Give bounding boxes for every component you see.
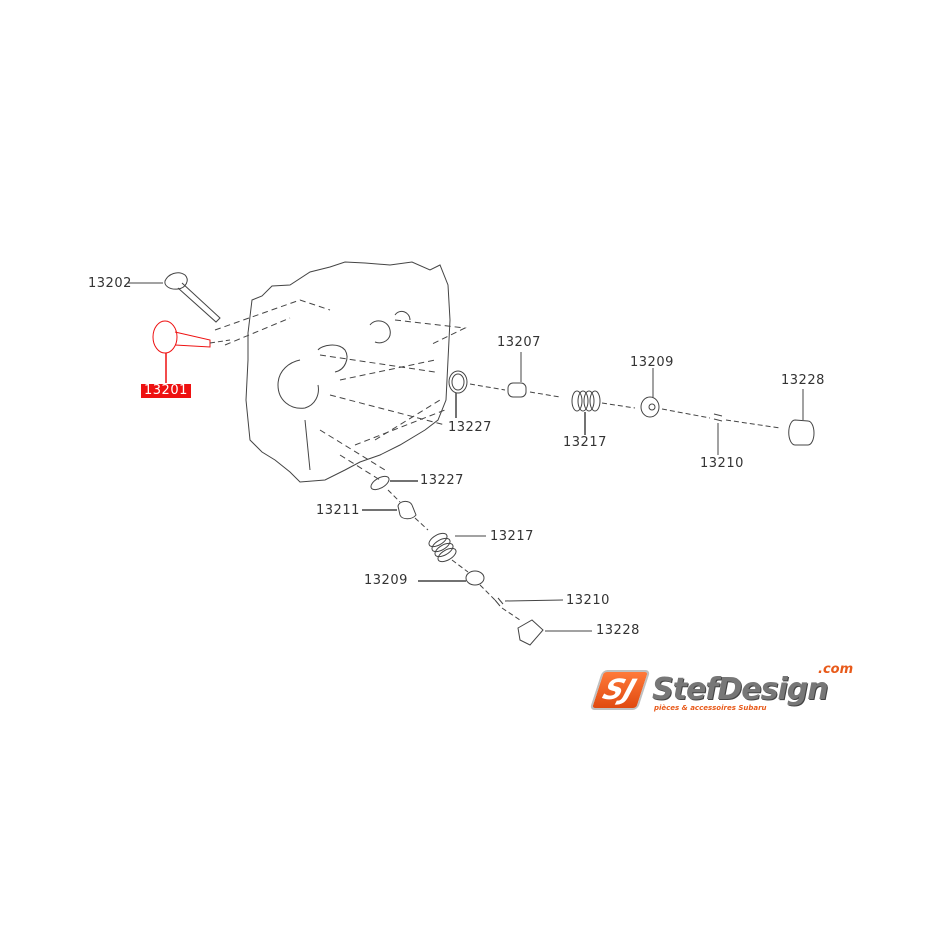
part-label-13209-bottom[interactable]: 13209 xyxy=(364,573,408,588)
part-label-13217-top[interactable]: 13217 xyxy=(563,435,607,450)
logo-name: StefDesign xyxy=(652,672,829,707)
part-label-13228-top[interactable]: 13228 xyxy=(781,373,825,388)
part-label-13210-top[interactable]: 13210 xyxy=(700,456,744,471)
logo-badge-icon: SJ xyxy=(589,670,651,710)
part-label-13207[interactable]: 13207 xyxy=(497,335,541,350)
part-label-13228-bottom[interactable]: 13228 xyxy=(596,623,640,638)
lower-row-parts xyxy=(362,475,592,646)
valve-13202 xyxy=(128,272,221,323)
valve-13201-highlighted xyxy=(152,320,211,383)
part-label-13227-bottom[interactable]: 13227 xyxy=(420,473,464,488)
stefdesign-logo: SJ StefDesign .com pièces & accessoires … xyxy=(589,662,856,718)
part-label-13202[interactable]: 13202 xyxy=(88,276,132,291)
part-label-13209-top[interactable]: 13209 xyxy=(630,355,674,370)
top-row-parts xyxy=(448,352,815,455)
part-label-13217-bottom[interactable]: 13217 xyxy=(490,529,534,544)
logo-tagline: pièces & accessoires Subaru xyxy=(654,704,767,712)
logo-domain: .com xyxy=(818,662,854,677)
part-label-13201-highlighted[interactable]: 13201 xyxy=(141,384,191,398)
part-label-13227-top[interactable]: 13227 xyxy=(448,420,492,435)
part-label-13210-bottom[interactable]: 13210 xyxy=(566,593,610,608)
cylinder-head xyxy=(214,261,467,483)
part-label-13211[interactable]: 13211 xyxy=(316,503,360,518)
